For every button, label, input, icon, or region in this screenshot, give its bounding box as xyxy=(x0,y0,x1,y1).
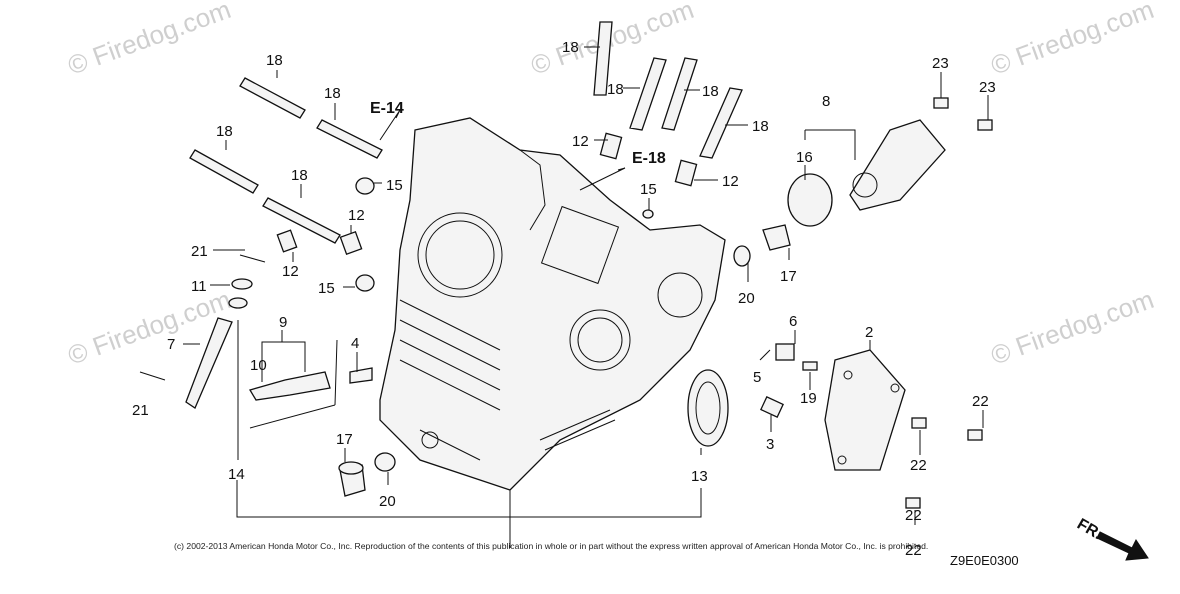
front-arrow-icon xyxy=(1096,531,1149,561)
part-label: 18 xyxy=(562,39,579,56)
watermark-text: © Firedog.com xyxy=(64,0,235,81)
part-label: 21 xyxy=(132,402,149,419)
part-label: 23 xyxy=(979,79,996,96)
part-label: 18 xyxy=(266,52,283,69)
part-labels: 18 18 18 18 18 18 18 18 12 12 12 12 15 1… xyxy=(132,39,996,559)
part-label: 14 xyxy=(228,466,245,483)
left-parts xyxy=(139,254,373,429)
watermark-text: © Firedog.com xyxy=(527,0,698,81)
part-label: 22 xyxy=(905,507,922,524)
part-label: 22 xyxy=(905,542,922,559)
part-label: 20 xyxy=(379,493,396,510)
part-label: 18 xyxy=(702,83,719,100)
diagram-code: Z9E0E0300 xyxy=(950,553,1019,568)
part-label: 18 xyxy=(324,85,341,102)
side-cover xyxy=(760,343,983,509)
part-label: 17 xyxy=(336,431,353,448)
part-label: 12 xyxy=(572,133,589,150)
part-label: 12 xyxy=(348,207,365,224)
watermark-text: © Firedog.com xyxy=(987,0,1158,81)
part-label: 20 xyxy=(738,290,755,307)
part-label: 18 xyxy=(291,167,308,184)
part-label: 18 xyxy=(752,118,769,135)
reference-labels: E-14 E-18 xyxy=(370,100,666,167)
part-label: 2 xyxy=(865,324,873,341)
part-label: 18 xyxy=(216,123,233,140)
footer: (c) 2002-2013 American Honda Motor Co., … xyxy=(174,541,1019,568)
part-label: 12 xyxy=(282,263,299,280)
part-label: 16 xyxy=(796,149,813,166)
part-label: 9 xyxy=(279,314,287,331)
part-label: 22 xyxy=(910,457,927,474)
breather-assembly xyxy=(787,97,993,227)
part-label: 15 xyxy=(318,280,335,297)
part-label: 19 xyxy=(800,390,817,407)
drain-plugs xyxy=(338,224,791,497)
part-label: 15 xyxy=(386,177,403,194)
part-label: 8 xyxy=(822,93,830,110)
copyright-text: (c) 2002-2013 American Honda Motor Co., … xyxy=(174,541,928,551)
rings-and-washers xyxy=(228,177,751,472)
crankcase-body xyxy=(379,117,726,491)
stud-bolts xyxy=(189,21,743,244)
part-label: 13 xyxy=(691,468,708,485)
part-label: 15 xyxy=(640,181,657,198)
front-arrow: FR. xyxy=(1074,516,1149,561)
watermark-text: © Firedog.com xyxy=(987,284,1158,371)
part-label: 3 xyxy=(766,436,774,453)
part-label: 18 xyxy=(607,81,624,98)
leader-lines xyxy=(183,46,989,548)
part-label: 12 xyxy=(722,173,739,190)
part-label: 22 xyxy=(972,393,989,410)
part-label: 21 xyxy=(191,243,208,260)
part-label: 17 xyxy=(780,268,797,285)
part-label: 7 xyxy=(167,336,175,353)
part-label: 4 xyxy=(351,335,359,352)
oil-seal xyxy=(687,369,729,447)
part-label: 6 xyxy=(789,313,797,330)
ref-label-e18: E-18 xyxy=(632,150,666,167)
part-label: 23 xyxy=(932,55,949,72)
ref-label-e14: E-14 xyxy=(370,100,404,117)
part-label: 11 xyxy=(191,278,207,295)
part-label: 5 xyxy=(753,369,761,386)
part-label: 10 xyxy=(250,357,267,374)
